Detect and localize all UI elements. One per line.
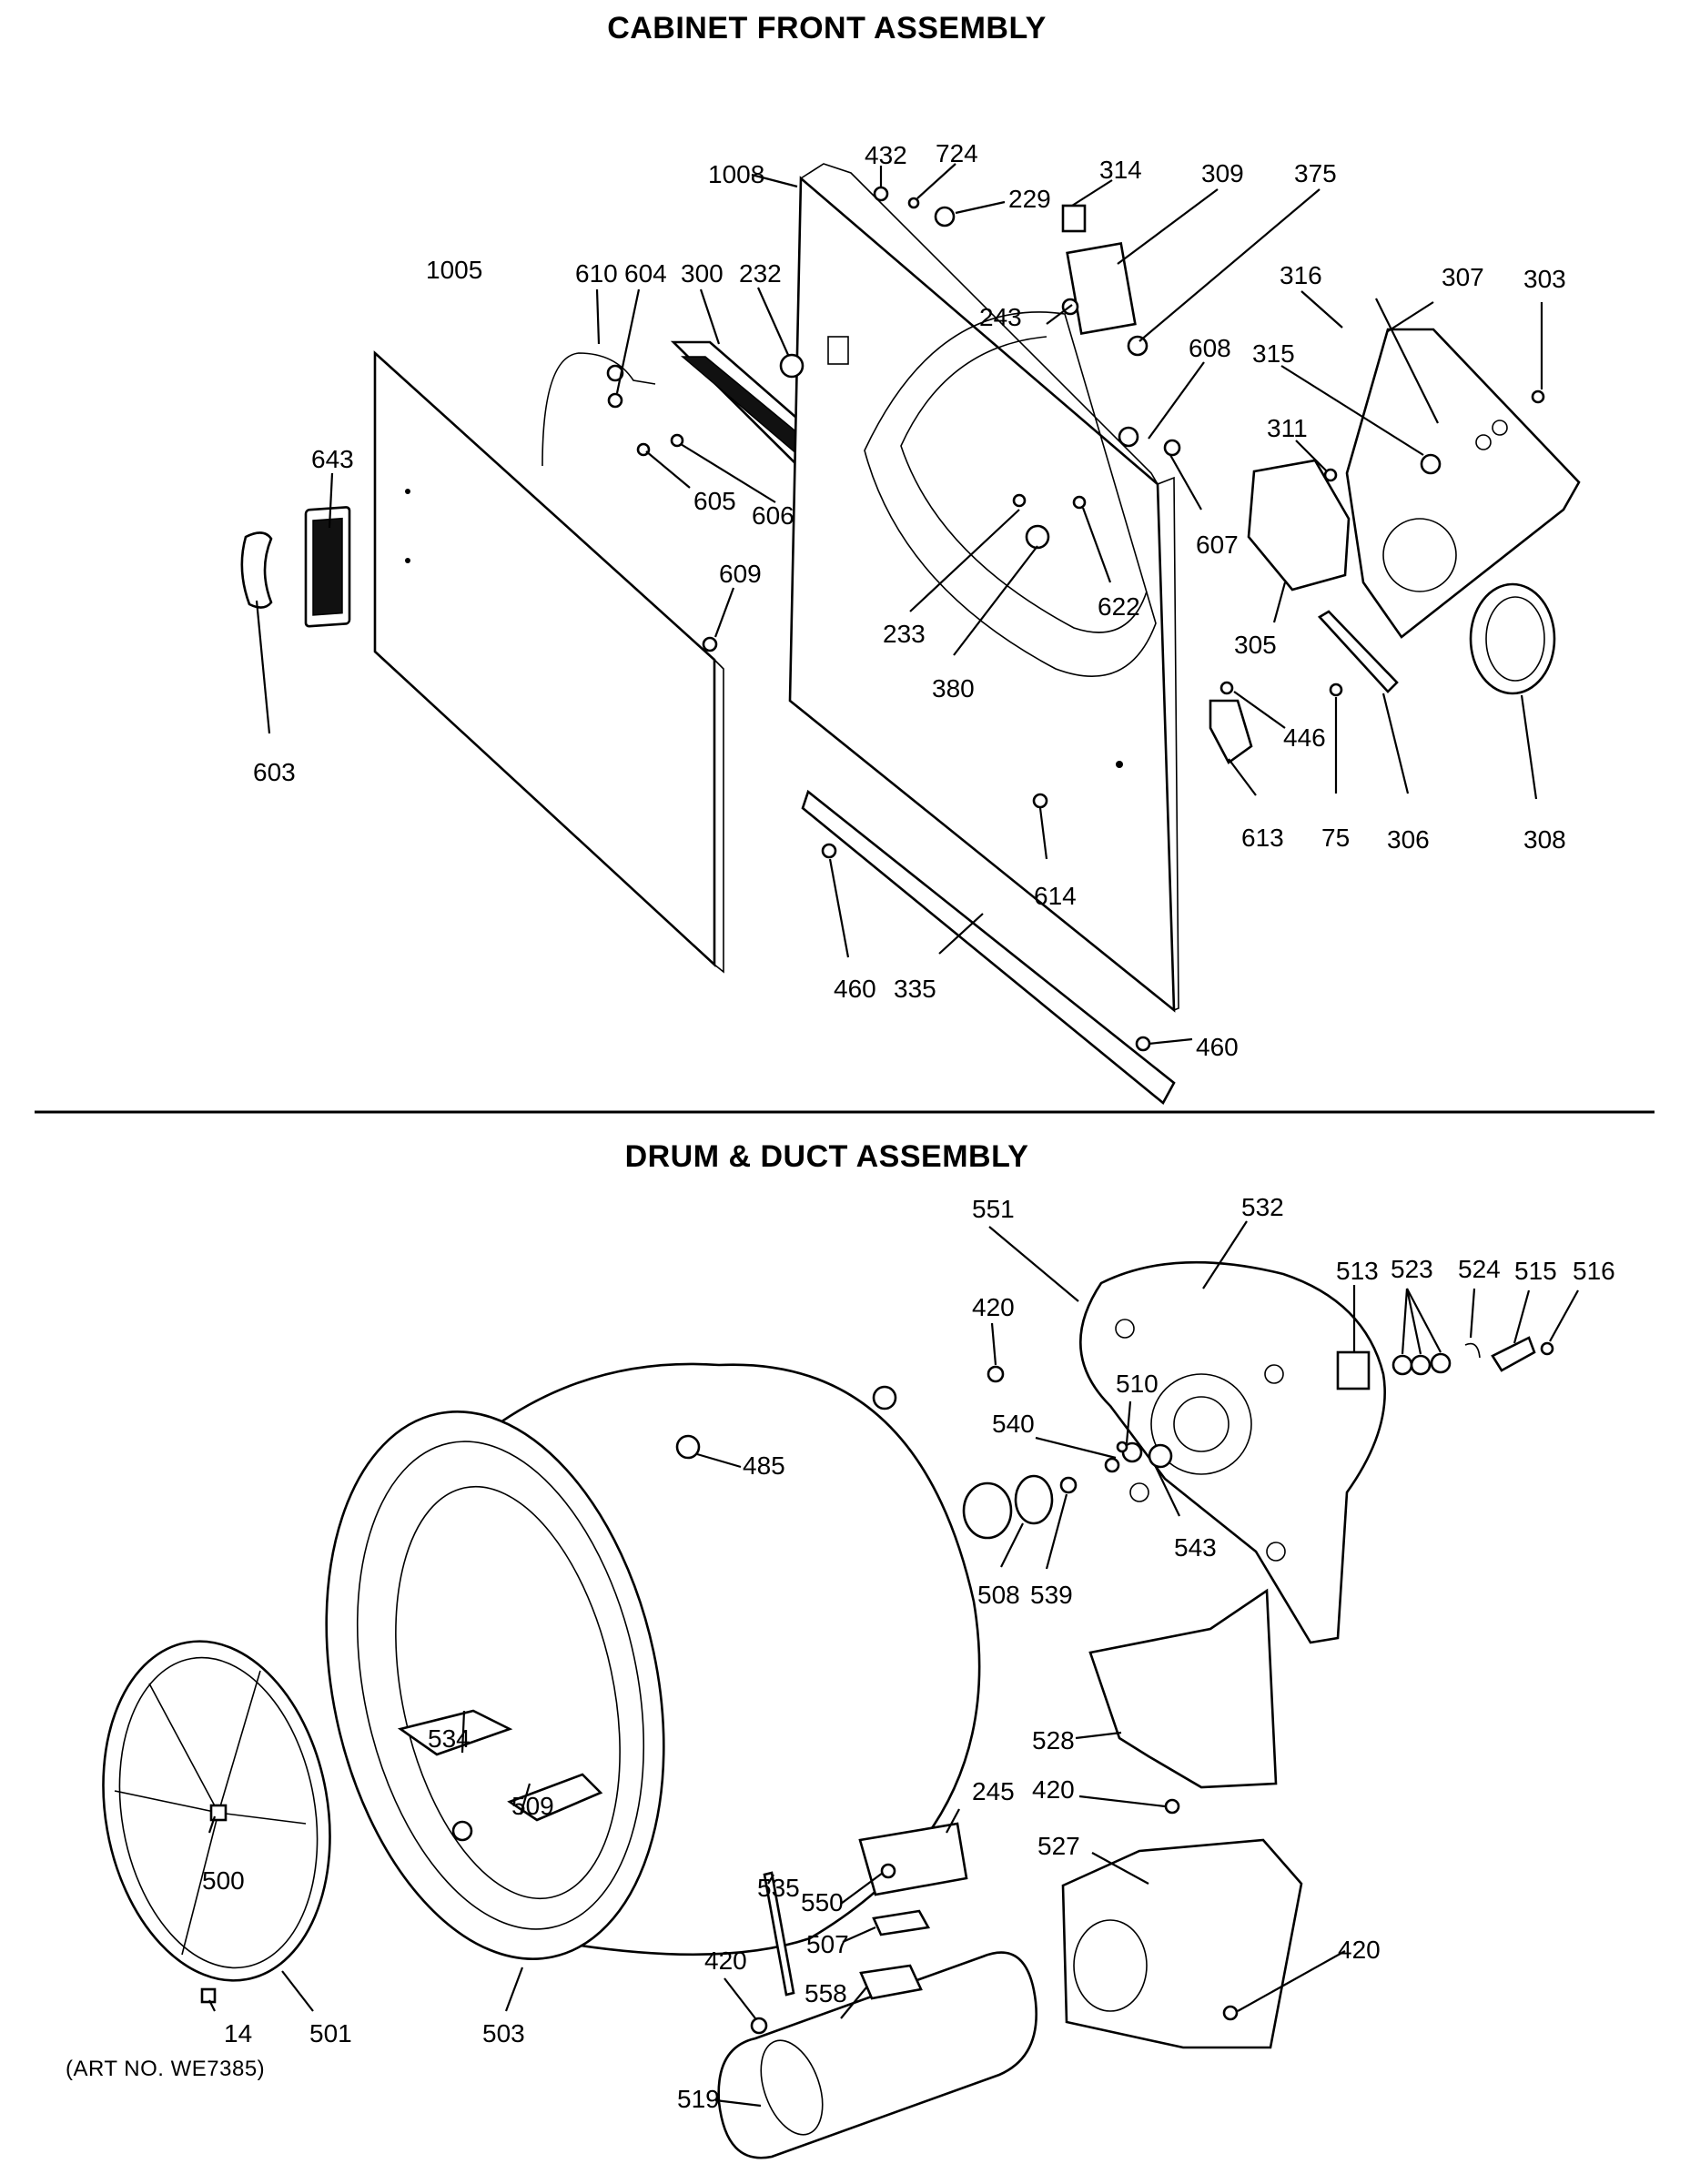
label-513: 513 <box>1336 1257 1379 1285</box>
label-534: 534 <box>428 1724 471 1753</box>
label-510: 510 <box>1116 1370 1159 1398</box>
part-519-heater <box>717 1951 1037 2159</box>
label-446: 446 <box>1283 723 1326 752</box>
label-315: 315 <box>1252 339 1295 368</box>
label-527: 527 <box>1037 1832 1080 1860</box>
label-532: 532 <box>1241 1193 1284 1221</box>
label-420-b: 420 <box>1032 1775 1075 1804</box>
label-245: 245 <box>972 1777 1015 1805</box>
labels-drum: 551 532 513 523 524 515 516 420 510 485 … <box>202 1193 1615 2113</box>
label-608: 608 <box>1189 334 1231 362</box>
label-420-a: 420 <box>972 1293 1015 1321</box>
label-604: 604 <box>624 259 667 288</box>
label-75: 75 <box>1321 824 1350 852</box>
label-300: 300 <box>681 259 724 288</box>
label-724: 724 <box>936 139 978 167</box>
label-314: 314 <box>1099 156 1142 184</box>
art-number: (ART NO. WE7385) <box>66 2057 266 2081</box>
label-309: 309 <box>1201 159 1244 187</box>
label-306: 306 <box>1387 825 1430 854</box>
leader-lines-cabinet <box>255 163 1543 1046</box>
label-509: 509 <box>511 1792 554 1820</box>
label-622: 622 <box>1098 592 1140 621</box>
part-528-duct <box>1088 1588 1278 1789</box>
label-308: 308 <box>1523 825 1566 854</box>
drum-duct-title: DRUM & DUCT ASSEMBLY <box>624 1139 1029 1174</box>
label-524: 524 <box>1458 1255 1501 1283</box>
label-523: 523 <box>1391 1255 1433 1283</box>
label-460-a: 460 <box>834 975 876 1003</box>
leader-lines-drum <box>207 1220 1579 2108</box>
labels-cabinet: 1008 432 724 229 314 309 375 1005 610 60… <box>253 139 1566 1061</box>
label-515: 515 <box>1514 1257 1557 1285</box>
label-307: 307 <box>1442 263 1484 291</box>
label-233: 233 <box>883 620 926 648</box>
label-535: 535 <box>757 1874 800 1902</box>
part-503-drum <box>325 1362 981 1960</box>
part-335-strip <box>801 789 1176 1105</box>
part-527-duct-housing <box>1061 1838 1303 2049</box>
label-603: 603 <box>253 758 296 786</box>
label-539: 539 <box>1030 1581 1073 1609</box>
part-306-bracket <box>1317 610 1399 693</box>
label-528: 528 <box>1032 1726 1075 1754</box>
label-607: 607 <box>1196 531 1239 559</box>
label-316: 316 <box>1280 261 1322 289</box>
part-508-pulley <box>962 1474 1078 1540</box>
cabinet-front-title: CABINET FRONT ASSEMBLY <box>607 11 1047 46</box>
label-420-d: 420 <box>1338 1936 1381 1964</box>
label-643: 643 <box>311 445 354 473</box>
label-613: 613 <box>1241 824 1284 852</box>
label-551: 551 <box>972 1195 1015 1223</box>
label-543: 543 <box>1174 1533 1217 1562</box>
label-303: 303 <box>1523 265 1566 293</box>
label-1005: 1005 <box>426 256 482 284</box>
label-380: 380 <box>932 674 975 703</box>
part-307-cover <box>1345 328 1581 639</box>
label-558: 558 <box>805 1979 847 2007</box>
label-305: 305 <box>1234 631 1277 659</box>
label-519: 519 <box>677 2085 720 2113</box>
label-540: 540 <box>992 1410 1035 1438</box>
label-229: 229 <box>1008 185 1051 213</box>
small-parts-drum <box>750 1336 1554 2035</box>
label-503: 503 <box>482 2019 525 2048</box>
label-606: 606 <box>752 501 794 530</box>
label-501: 501 <box>309 2019 352 2048</box>
label-507: 507 <box>806 1930 849 1958</box>
label-614: 614 <box>1034 882 1077 910</box>
part-1005-door-panel <box>373 350 724 974</box>
part-500-501-front-ring <box>102 1640 331 2004</box>
label-311: 311 <box>1267 414 1308 442</box>
label-500: 500 <box>202 1866 245 1895</box>
label-1008: 1008 <box>708 160 764 188</box>
small-fasteners <box>607 186 1545 1052</box>
part-643-grille <box>304 506 351 628</box>
part-603-handle <box>240 531 273 609</box>
part-613-bracket <box>1209 699 1253 764</box>
label-485: 485 <box>743 1451 785 1480</box>
label-605: 605 <box>693 487 736 515</box>
label-508: 508 <box>977 1581 1020 1609</box>
label-232: 232 <box>739 259 782 288</box>
label-335: 335 <box>894 975 936 1003</box>
label-14: 14 <box>224 2019 252 2048</box>
part-308-ring <box>1469 582 1556 695</box>
label-610: 610 <box>575 259 618 288</box>
label-609: 609 <box>719 560 762 588</box>
label-375: 375 <box>1294 159 1337 187</box>
label-550: 550 <box>801 1888 844 1916</box>
part-532-back-panel <box>1078 1260 1386 1644</box>
label-432: 432 <box>865 141 907 169</box>
part-1008-front-panel <box>788 163 1179 1013</box>
label-516: 516 <box>1573 1257 1615 1285</box>
label-243: 243 <box>979 303 1022 331</box>
label-420-c: 420 <box>704 1946 747 1975</box>
label-460-b: 460 <box>1196 1033 1239 1061</box>
